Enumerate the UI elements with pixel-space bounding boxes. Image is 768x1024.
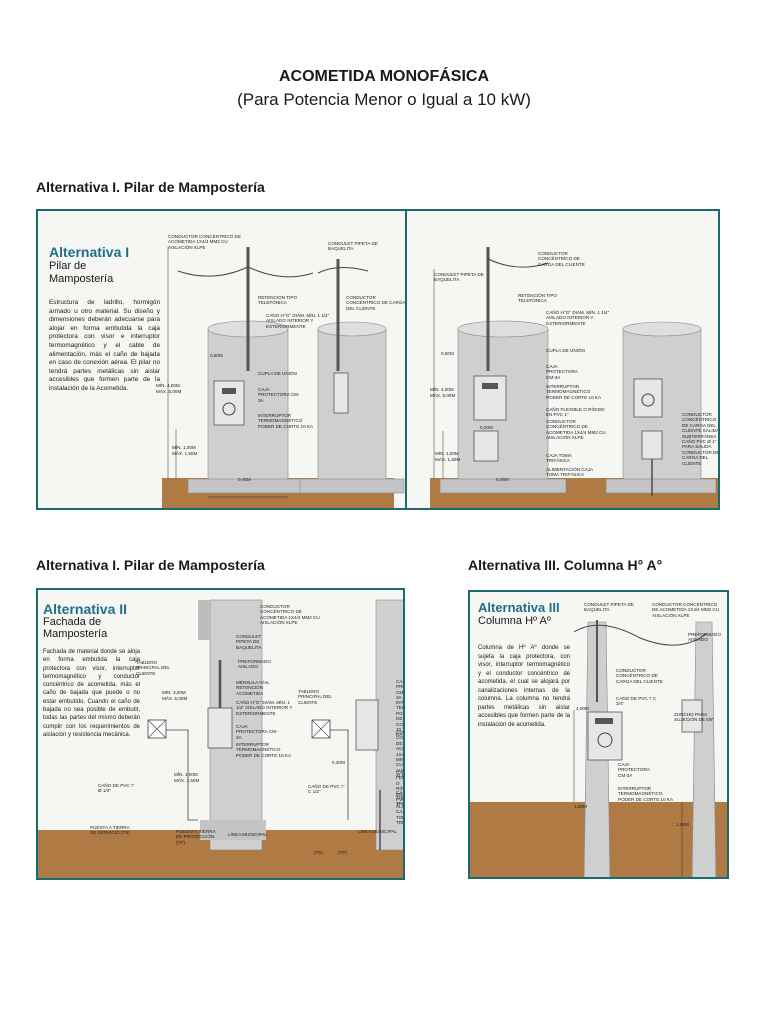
label-caja-toma-ii: CAJA TOMA TRIFÁSICA: [396, 790, 405, 806]
dim2-min4: Mín. 4,00m: [430, 387, 454, 392]
panel-description-iii: Columna de Hº Aº donde se sujeta la caja…: [478, 645, 570, 728]
label-cano-pvc-iii: CAÑO DE PVC ? C 3/4": [616, 696, 657, 707]
dim-ii-max5: Máx. 5,00m: [162, 696, 188, 701]
label-tp: (TP): [338, 850, 347, 855]
section-heading-bottom-left: Alternativa I. Pilar de Mampostería: [36, 557, 265, 573]
label-caja: CAJA PROTECTORA CM-3a: [258, 387, 300, 403]
label-interruptor-ii-2: INTERRUPTOR TERMOMAGNÉTICO PODER DE CORT…: [396, 700, 405, 738]
label-mensula-ii: MÉNSULA O/AL RETENCIÓN ACOMETIDA: [236, 680, 270, 696]
panel-subtitle-1: Pilar de: [49, 260, 87, 272]
dim-min1: Mín. 1,00m: [172, 445, 196, 450]
panel-title-iii: Alternativa III: [478, 600, 560, 615]
dim-max5: Máx. 5,00m: [156, 389, 182, 394]
label-condulet-iii: CONDULET PIPETA DE BAQUELITA: [584, 602, 634, 613]
dim-max1: Máx. 1,50m: [172, 451, 198, 456]
label-retencion: RETENCIÓN TIPO TELEFÓNICA: [258, 295, 297, 306]
label-cano-2: CAÑO H°G° DIÁM. MÍN. 1 1/4" AISLADO INTE…: [546, 310, 610, 326]
label-caja-toma: CAJA TOMA TRIFÁSICA: [546, 453, 572, 464]
label-cano-pvc-ii: CAÑO DE PVC ?` Ø 1/2": [98, 783, 136, 794]
panel-subtitle-ii-1: Fachada de: [43, 616, 102, 628]
dim-iii-150: 1,50m: [574, 804, 587, 809]
label-conductor-sub: CONDUCTOR CONCÉNTRICO DE CARGA DEL CLIEN…: [682, 412, 720, 466]
panel-alternativa-i: Alternativa I Pilar de Mampostería Estru…: [36, 209, 720, 510]
label-cano-flexible: CAÑO FLEXIBLE O RÍGIDO EN PVC 1": [546, 407, 605, 418]
label-preformado-ii: PREFORMADO AISLADO: [238, 659, 271, 670]
label-puesta-servicio: PUESTA A TIERRA DE SERVICIO (TS): [90, 825, 130, 836]
label-zuncho-iii: ZUNCHO PARA SUJECIÓN DE 5/8": [674, 712, 715, 723]
label-puesta-proteccion: PUESTA A TIERRA DE PROTECCIÓN (TP): [176, 829, 216, 845]
label-conductor-carga: CONDUCTOR CONCÉNTRICO DE CARGA DEL CLIEN…: [346, 295, 406, 311]
dim-ii-max1: Máx. 1,50m: [174, 778, 200, 783]
label-conductor-carga-iii: CONDUCTOR CONCÉNTRICO DE CARGA DEL CLIEN…: [616, 668, 663, 684]
dim2-020: 0,20m: [480, 425, 493, 430]
panel-title: Alternativa I: [49, 244, 130, 260]
label-tablero-ii-1: TABLERO PRINCIPAL DEL CLIENTE: [136, 660, 170, 676]
label-alimentacion-ii: ALIMENTACIÓN CAJA TOMA TRIFÁSICA: [396, 804, 405, 826]
label-interruptor-ii: INTERRUPTOR TERMOMAGNÉTICO PODER DE CORT…: [236, 742, 292, 758]
label-interruptor-2: INTERRUPTOR TERMOMAGNÉTICO PODER DE CORT…: [546, 384, 602, 400]
dim2-050: 0,50m: [441, 351, 454, 356]
fachada-illustration: [38, 599, 403, 878]
label-caja-ii-2: CAJA PROTECTORA CM-3a: [396, 679, 405, 701]
panel-title-ii: Alternativa II: [43, 601, 128, 617]
dim-iii-400: 4,00m: [576, 706, 589, 711]
dim-ii-020: 0,20m: [332, 760, 345, 765]
label-conductor-acometida: CONDUCTOR CONCÉNTRICO DE ACOMETIDA 1x4/4…: [546, 419, 606, 441]
pilar-illustration: [162, 211, 718, 508]
label-condulet-2: CONDULET PIPETA DE BAQUELITA: [434, 272, 484, 283]
label-alimentacion: ALIMENTACIÓN CAJA TOMA TRIFÁSICA: [546, 467, 593, 478]
panel-subtitle-2: Mampostería: [49, 273, 114, 285]
panel-alternativa-iii: Alternativa III Columna Hº Aº Columna de…: [468, 590, 729, 879]
label-caja-iii: CAJA PROTECTORA CM-3a: [618, 762, 650, 778]
dim-050: 0,50m: [210, 353, 223, 358]
label-preformado-iii: PREFORMADO AISLADO: [688, 632, 721, 643]
panel-alternativa-ii: Alternativa II Fachada de Mampostería Fa…: [36, 588, 405, 880]
label-interruptor-iii: INTERRUPTOR TERMOMAGNÉTICO PODER DE CORT…: [618, 786, 674, 802]
label-caja-2: CAJA PROTECTORA CM-3a: [546, 364, 578, 380]
section-heading-top: Alternativa I. Pilar de Mampostería: [36, 179, 265, 195]
page-title: ACOMETIDA MONOFÁSICA: [278, 68, 490, 85]
dim-ii-min1: Mín. 1,00m: [174, 772, 198, 777]
label-cano: CAÑO H°G° DIÁM. MÍN. 1 1/4" AISLADO INTE…: [266, 313, 330, 329]
label-cano-pvc-ii-2: CAÑO DE PVC ?` C 1/2": [308, 784, 346, 795]
label-conductor: CONDUCTOR CONCÉNTRICO DE ACOMETIDA 1x4/4…: [168, 234, 241, 250]
dim2-max1: Máx. 1,50m: [435, 457, 461, 462]
label-caja-ii: CAJA PROTECTORA CM-3a: [236, 724, 278, 740]
panel-description: Estructura de ladrillo, hormigón armado …: [49, 299, 160, 392]
label-condulet: CONDULET PIPETA DE BAQUELITA: [328, 241, 378, 252]
label-conductor-ii-2: CONDUCTOR CONCÉNTRICO DE ACOMETIDA 1x4/4…: [396, 730, 405, 779]
panel-subtitle-ii-2: Mampostería: [43, 628, 108, 640]
dim2-min1: Mín. 1,00m: [435, 451, 459, 456]
label-cupla-2: CUPLA DE UNIÓN: [546, 348, 585, 353]
dim-min4: Mín. 4,00m: [156, 383, 180, 388]
dim2-max5: Máx. 5,00m: [430, 393, 456, 398]
dim-iii-100: 1,00m: [676, 822, 689, 827]
label-cano-flexible-ii: CAÑO FLEXIBLE O RÍGIDO EN PVC 1": [396, 770, 405, 808]
section-heading-bottom-right: Alternativa III. Columna H° A°: [468, 557, 663, 573]
label-condulet-ii: CONDULET PIPETA DE BAQUELITA: [236, 634, 262, 650]
label-tablero-ii-2: TABLERO PRINCIPAL DEL CLIENTE: [298, 689, 332, 705]
dim2-045: 0,45m: [496, 477, 509, 482]
label-cano-ii: CAÑO H°G° DIÁM. MÍN. 1 1/4" AISLADO INTE…: [236, 700, 293, 716]
label-ts: (TS): [314, 850, 323, 855]
label-cupla: CUPLA DE UNIÓN: [258, 371, 297, 376]
columna-illustration: [470, 620, 727, 877]
panel-description-ii: Fachada de material donde se aloja en fo…: [43, 649, 140, 738]
label-conductor-carga-2: CONDUCTOR CONCÉNTRICO DE CARGA DEL CLIEN…: [538, 251, 585, 267]
label-conductor-ii: CONDUCTOR CONCÉNTRICO DE ACOMETIDA 1x4/4…: [260, 604, 320, 626]
dim-045: 0,45m: [238, 477, 251, 482]
label-linea-ii-2: LÍNEA MUNICIPAL: [358, 829, 397, 834]
label-linea-ii-1: LÍNEA MUNICIPAL: [228, 832, 267, 837]
page-subtitle: (Para Potencia Menor o Igual a 10 kW): [237, 90, 531, 109]
label-retencion-2: RETENCIÓN TIPO TELEFÓNICA: [518, 293, 557, 304]
panel-subtitle-iii: Columna Hº Aº: [478, 615, 551, 627]
label-interruptor: INTERRUPTOR TERMOMAGNÉTICO PODER DE CORT…: [258, 413, 314, 429]
label-conductor-iii: CONDUCTOR CONCÉNTRICO DE ACOMETIDA 1x4/4…: [652, 602, 720, 618]
dim-ii-min3: Mín. 3,00m: [162, 690, 186, 695]
